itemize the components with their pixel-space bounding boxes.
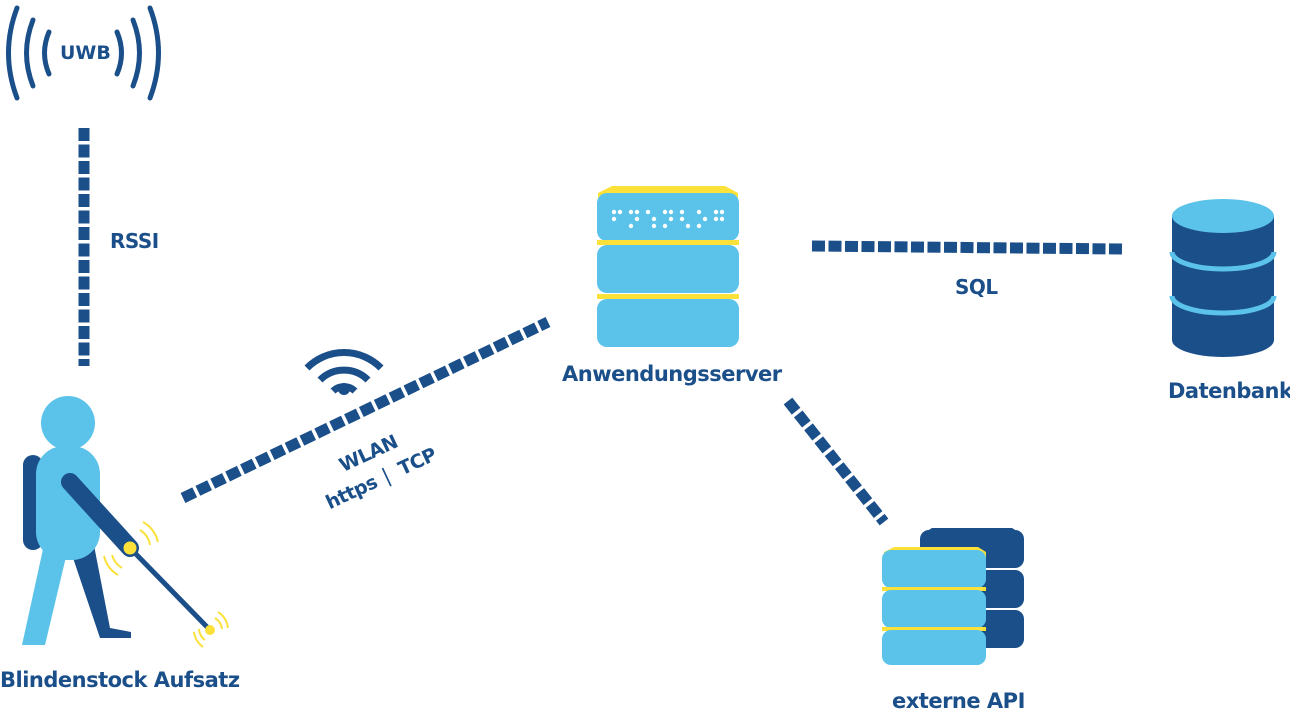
separator-label: |	[377, 463, 395, 488]
braille-dots-icon	[611, 209, 725, 229]
api-label: externe API	[892, 689, 1025, 713]
uwb-antenna-icon	[6, 5, 161, 101]
database-cylinder-icon	[1169, 199, 1277, 357]
blind-person-with-cane-icon	[22, 396, 229, 648]
https-label: https	[322, 471, 381, 514]
external-api-server-stack-icon	[882, 528, 1024, 665]
edge-wlan-line	[180, 317, 551, 503]
edge-api-line	[783, 397, 889, 526]
uwb-label: UWB	[60, 42, 111, 64]
database-label: Datenbank	[1168, 379, 1290, 403]
rssi-label: RSSI	[110, 229, 159, 253]
user-label: Blindenstock Aufsatz	[0, 668, 240, 692]
server-stack-icon	[597, 186, 739, 347]
edge-sql-line	[811, 240, 1123, 255]
tcp-label: TCP	[394, 443, 440, 481]
sql-label: SQL	[955, 275, 998, 299]
server-label: Anwendungsserver	[562, 362, 782, 386]
wifi-icon	[304, 349, 384, 395]
